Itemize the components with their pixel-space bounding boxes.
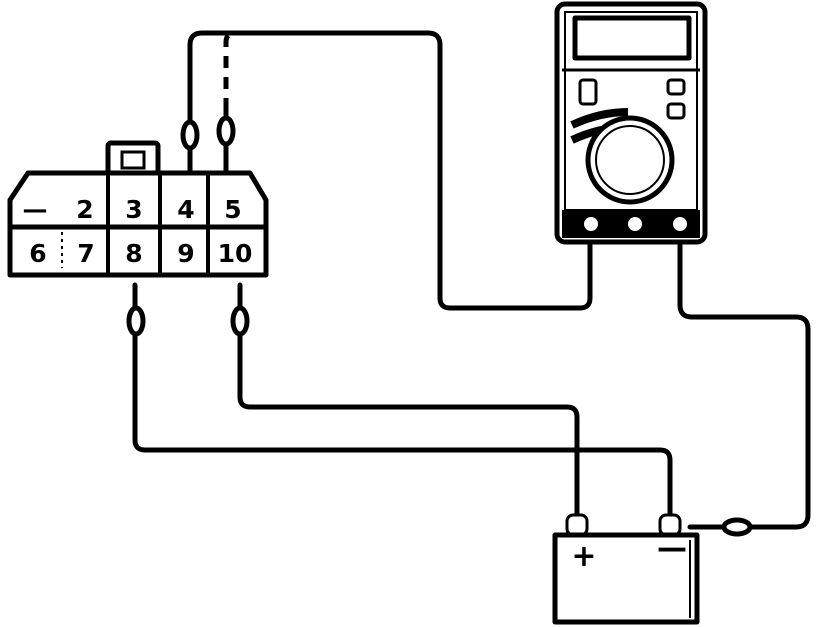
wire-pin5-dashed [223, 30, 237, 110]
multimeter [554, 1, 708, 245]
clip-pin5 [216, 115, 236, 147]
connector-latch-tab [120, 150, 146, 170]
clip-pin8 [126, 305, 146, 337]
pin-label-9: 9 [177, 239, 194, 268]
pin-label-7: 7 [77, 239, 94, 268]
wire-meter-to-battery-negative [677, 232, 811, 530]
multimeter-button-right-bottom [666, 102, 686, 120]
pin-label-4: 4 [177, 195, 194, 224]
multimeter-display [572, 15, 692, 61]
wire-pin8-to-battery-negative [132, 282, 673, 523]
connector-housing [7, 170, 269, 278]
pin-label-3: 3 [125, 195, 142, 224]
pin-label-8: 8 [125, 239, 142, 268]
multimeter-dial [585, 115, 675, 205]
clip-pin4 [180, 119, 200, 151]
pin-label-6: 6 [29, 239, 46, 268]
pin-label-2: 2 [76, 195, 93, 224]
battery-positive-sign: + [571, 539, 596, 574]
clip-meter-lead [721, 517, 753, 537]
pin-label-5: 5 [224, 195, 241, 224]
clip-pin10 [230, 305, 250, 337]
pin-label-10: 10 [218, 239, 253, 268]
battery-negative-sign: — [657, 531, 687, 566]
wire-pin10-to-battery-positive [237, 282, 580, 523]
connector-block: — 2 3 4 5 6 7 8 9 10 [7, 140, 269, 278]
multimeter-button-left [578, 78, 598, 106]
wire-pin4-to-meter [187, 30, 593, 311]
battery: + — [552, 513, 700, 625]
multimeter-button-right-top [666, 78, 686, 96]
pin-label-1: — [23, 195, 48, 224]
battery-case [552, 532, 700, 625]
battery-terminal-positive [565, 513, 589, 537]
